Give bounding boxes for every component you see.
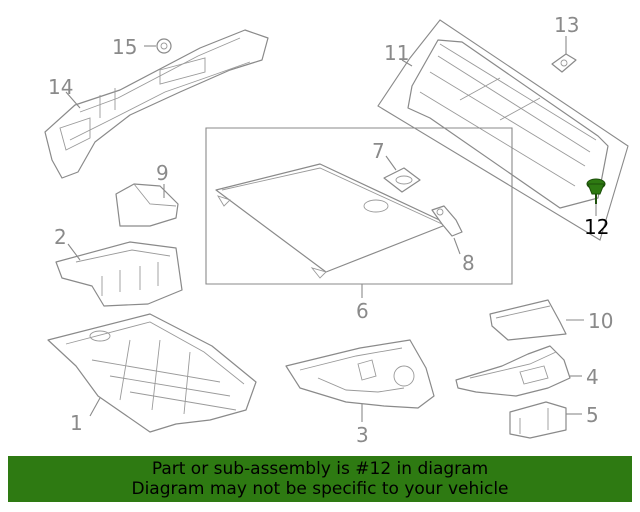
- callout-3: 3: [356, 423, 369, 447]
- part-2-storage-tray: [55, 241, 183, 307]
- part-10-cover-panel: [489, 299, 567, 341]
- part-11-rear-shelf-group-frame: [377, 19, 629, 241]
- callout-6: 6: [356, 299, 369, 323]
- callout-11: 11: [384, 41, 409, 65]
- callout-8: 8: [462, 251, 475, 275]
- callout-14: 14: [48, 75, 73, 99]
- part-13-clip: [551, 53, 577, 73]
- callout-7: 7: [372, 139, 385, 163]
- parts-diagram: 1 2 3 4 5 6 7 8 9 10 11 12 13 14 15: [44, 13, 629, 447]
- part-11-rear-shelf-panel: [407, 39, 609, 209]
- part-12-push-clip: [586, 178, 606, 204]
- part-4-side-bracket: [455, 345, 571, 397]
- part-1-trunk-floor-tub: [47, 313, 257, 433]
- part-3-foam-insert: [285, 339, 435, 409]
- callout-9: 9: [156, 161, 169, 185]
- callout-4: 4: [586, 365, 599, 389]
- leader-8: [453, 237, 461, 255]
- part-15-grommet: [156, 38, 172, 54]
- leader-14: [65, 91, 81, 109]
- callout-2: 2: [54, 225, 67, 249]
- part-7-handle: [383, 167, 421, 193]
- banner-line-1: Part or sub-assembly is #12 in diagram: [151, 459, 489, 479]
- banner-line-2: Diagram may not be specific to your vehi…: [131, 479, 509, 499]
- part-5-retainer: [509, 401, 567, 439]
- callout-1: 1: [70, 411, 83, 435]
- leader-7: [385, 155, 397, 171]
- leader-1: [89, 397, 101, 417]
- callout-5: 5: [586, 403, 599, 427]
- part-6-load-floor-panel: [215, 163, 449, 279]
- part-6-group-frame: [205, 127, 513, 285]
- callout-12: 12: [584, 215, 609, 239]
- leader-lines: [65, 36, 597, 422]
- callout-15: 15: [112, 35, 137, 59]
- leader-2: [67, 243, 81, 261]
- callout-10: 10: [588, 309, 613, 333]
- part-8-hinge: [431, 205, 463, 237]
- part-9-bracket: [115, 183, 179, 227]
- callout-numbers: 1 2 3 4 5 6 7 8 9 10 11 12 13 14 15: [48, 13, 613, 447]
- info-banner: Part or sub-assembly is #12 in diagram D…: [8, 456, 632, 502]
- part-14-rear-panel-trim: [44, 29, 269, 179]
- callout-13: 13: [554, 13, 579, 37]
- leader-11: [401, 59, 413, 67]
